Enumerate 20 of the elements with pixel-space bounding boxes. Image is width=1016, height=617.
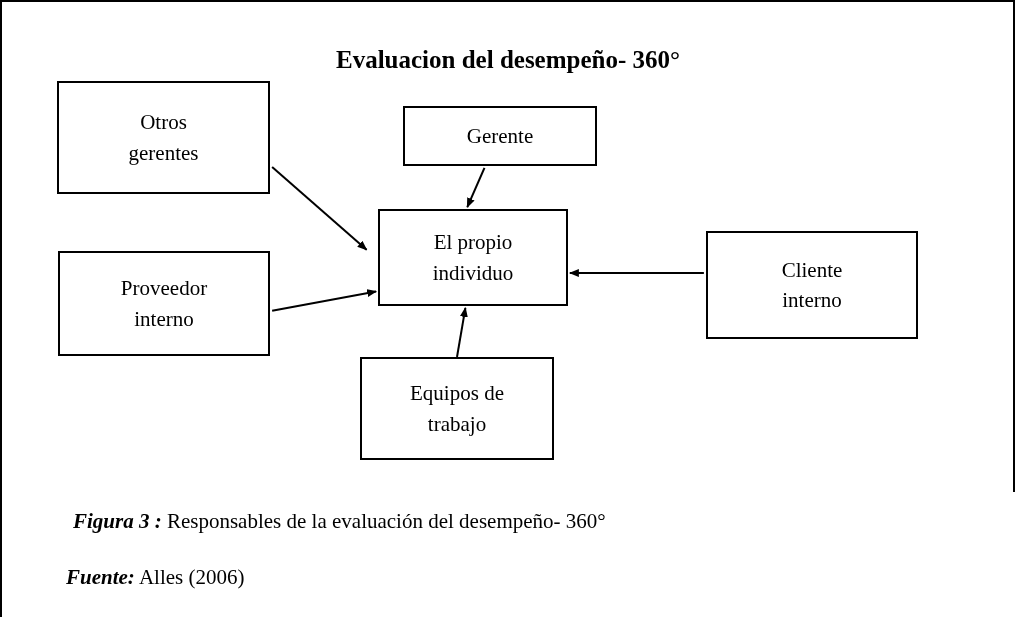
process-box [378,209,568,306]
process-box [360,357,554,460]
box-text: Gerente [466,122,534,150]
source-note: Fuente: Alles (2006) [66,565,245,590]
arrow [466,166,486,209]
process-box [706,231,918,339]
arrow [568,269,705,278]
arrow [271,289,378,312]
process-box [403,106,597,166]
process-box [57,81,270,194]
box-text: Proveedor interno [119,275,209,333]
box-text: Equipos de trabajo [409,380,505,438]
arrow [271,165,368,251]
diagram-title: Evaluacion del desempeño- 360° [334,46,681,74]
box-text: El propio individuo [431,229,515,287]
arrow [456,306,468,358]
box-text: Otros gerentes [127,109,200,167]
process-box [58,251,270,356]
figure-caption: Figura 3 : Responsables de la evaluación del desempeño- 360° [73,509,606,534]
box-text: Cliente interno [780,256,844,314]
